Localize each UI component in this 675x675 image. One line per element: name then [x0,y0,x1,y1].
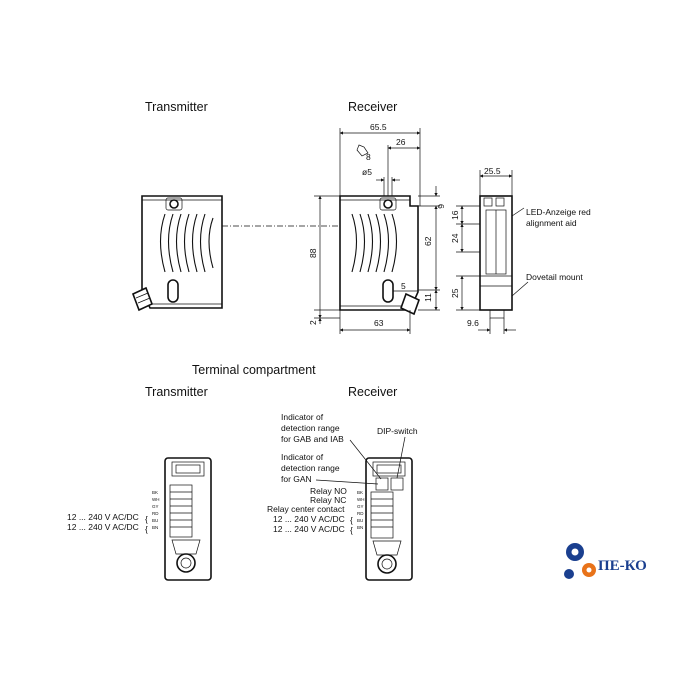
dim-24: 24 [450,233,460,243]
indicator-gan-leader [315,479,379,485]
side-view-dimensions: 25.5 16 24 25 9.6 LED-Anzeige red alignm… [450,166,591,334]
indicator-gab-line3: for GAB and IAB [281,434,344,444]
relay-nc-label: Relay NC [310,495,346,505]
side-view-housing [479,195,513,319]
terminal-transmitter-housing [164,457,212,581]
gear-icon [564,543,596,579]
wire-code: BK [152,490,158,495]
heading-transmitter-bottom: Transmitter [145,385,208,399]
dim-wrench-8: 8 [366,152,371,162]
brace-2: { [145,524,148,534]
indicator-gan-line2: detection range [281,463,340,473]
wire-code: WH [152,497,160,502]
brace-4: { [350,525,353,535]
transmitter-supply-1: 12 ... 240 V AC/DC [67,512,139,522]
dim-9-6: 9.6 [467,318,479,328]
wire-code: RD [357,511,364,516]
wire-code: BU [357,518,363,523]
indicator-gab-line1: Indicator of [281,412,324,422]
brace-3: { [350,515,353,525]
dim-2: 2 [308,320,318,325]
receiver-supply-2: 12 ... 240 V AC/DC [273,524,345,534]
wire-code: BK [357,490,363,495]
indicator-gab-leader [349,439,382,480]
receiver-supply-1: 12 ... 240 V AC/DC [273,514,345,524]
dim-63: 63 [374,318,384,328]
dim-top-6: 6 [436,204,446,209]
wire-code: RD [152,511,159,516]
dim-62: 62 [423,236,433,246]
dim-16: 16 [450,210,460,220]
wire-code: WH [357,497,365,502]
heading-receiver-top: Receiver [348,100,397,114]
wire-code: GY [357,504,364,509]
dim-88: 88 [308,248,318,258]
heading-receiver-bottom: Receiver [348,385,397,399]
receiver-housing [339,195,420,316]
dip-switch-leader [396,436,406,479]
wire-code: BU [152,518,158,523]
logo-text: ПЕ-КО [598,558,647,574]
transmitter-supply-2: 12 ... 240 V AC/DC [67,522,139,532]
indicator-gan-line3: for GAN [281,474,312,484]
transmitter-housing [131,195,223,312]
heading-transmitter-top: Transmitter [145,100,208,114]
dim-5: 5 [401,281,406,291]
logo: ПЕ-КО [564,543,647,579]
wire-code: BN [357,525,363,530]
callout-led-line2: alignment aid [526,218,577,228]
relay-no-label: Relay NO [310,486,347,496]
dim-25-5: 25.5 [484,166,501,176]
callout-dovetail: Dovetail mount [526,272,583,282]
terminal-transmitter-wire-codes: BK WH GY RD BU BN [152,490,160,530]
dim-65-5: 65.5 [370,122,387,132]
wrench-icon [356,144,369,157]
terminal-receiver-housing [365,457,413,581]
dim-26: 26 [396,137,406,147]
receiver-dimensions: 65.5 26 8 ø5 6 88 62 11 5 2 63 [308,122,446,334]
brace-1: { [145,514,148,524]
indicator-gan-line1: Indicator of [281,452,324,462]
callout-led-line1: LED-Anzeige red [526,207,591,217]
dip-switch-label: DIP-switch [377,426,418,436]
terminal-receiver-wire-codes: BK WH GY RD BU BN [357,490,365,530]
wire-code: GY [152,504,159,509]
dim-hole-dia: ø5 [362,167,372,177]
wire-code: BN [152,525,158,530]
dim-11: 11 [423,293,433,302]
dim-25: 25 [450,288,460,298]
relay-center-label: Relay center contact [267,504,345,514]
indicator-gab-line2: detection range [281,423,340,433]
heading-terminal-compartment: Terminal compartment [192,363,316,377]
